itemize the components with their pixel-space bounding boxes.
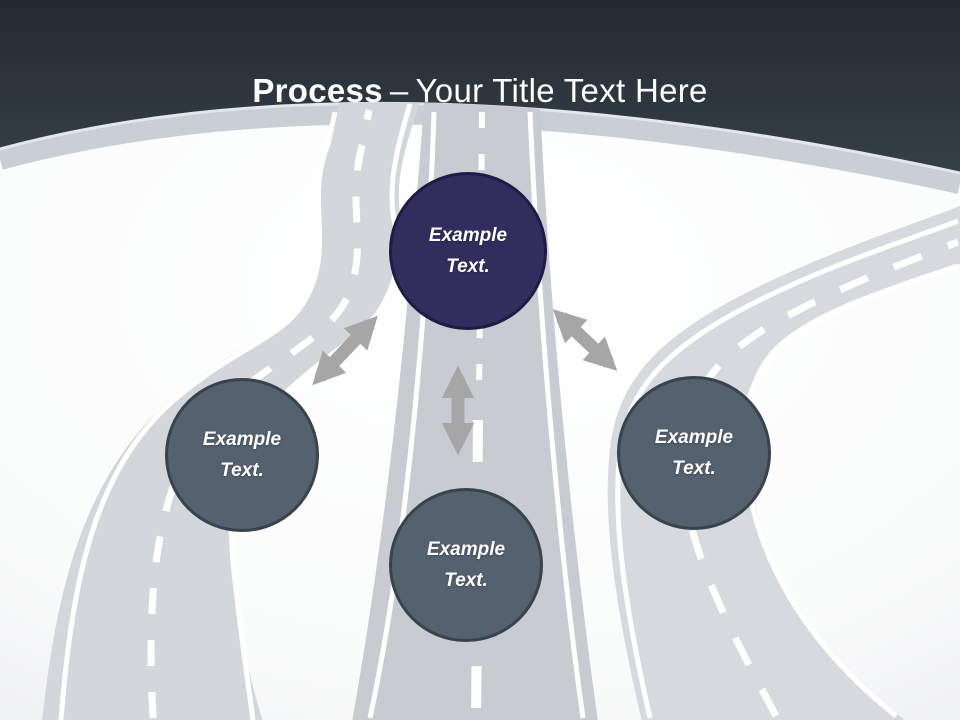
slide-title[interactable]: Process–Your Title Text Here bbox=[0, 72, 960, 110]
node-label-line: Text. bbox=[220, 460, 264, 481]
title-placeholder-text: Your Title Text Here bbox=[415, 72, 708, 110]
node-right[interactable]: Example Text. bbox=[617, 376, 771, 530]
node-label-line: Example bbox=[428, 225, 508, 246]
road-center-dashes bbox=[476, 111, 485, 393]
node-label-line: Text. bbox=[672, 458, 716, 479]
road-center-dashes bbox=[471, 419, 483, 720]
road-right-edge-line bbox=[615, 218, 959, 719]
node-label-line: Text. bbox=[446, 256, 490, 277]
node-label-line: Example bbox=[202, 429, 282, 450]
road-right-center-dashes bbox=[680, 238, 960, 718]
road-left-edge-line bbox=[58, 111, 338, 720]
node-label-line: Example bbox=[426, 539, 506, 560]
road-center-edge-line bbox=[527, 111, 586, 719]
node-left[interactable]: Example Text. bbox=[165, 378, 319, 532]
node-label-line: Text. bbox=[444, 570, 488, 591]
title-dash: – bbox=[389, 72, 409, 110]
node-label-line: Example bbox=[654, 427, 734, 448]
connector-top-left[interactable] bbox=[312, 315, 378, 386]
connector-top-right[interactable] bbox=[552, 309, 618, 371]
road-left-center-dashes bbox=[147, 109, 373, 719]
node-bottom[interactable]: Example Text. bbox=[389, 488, 543, 642]
node-top[interactable]: Example Text. bbox=[389, 172, 547, 330]
title-keyword: Process bbox=[252, 72, 383, 110]
